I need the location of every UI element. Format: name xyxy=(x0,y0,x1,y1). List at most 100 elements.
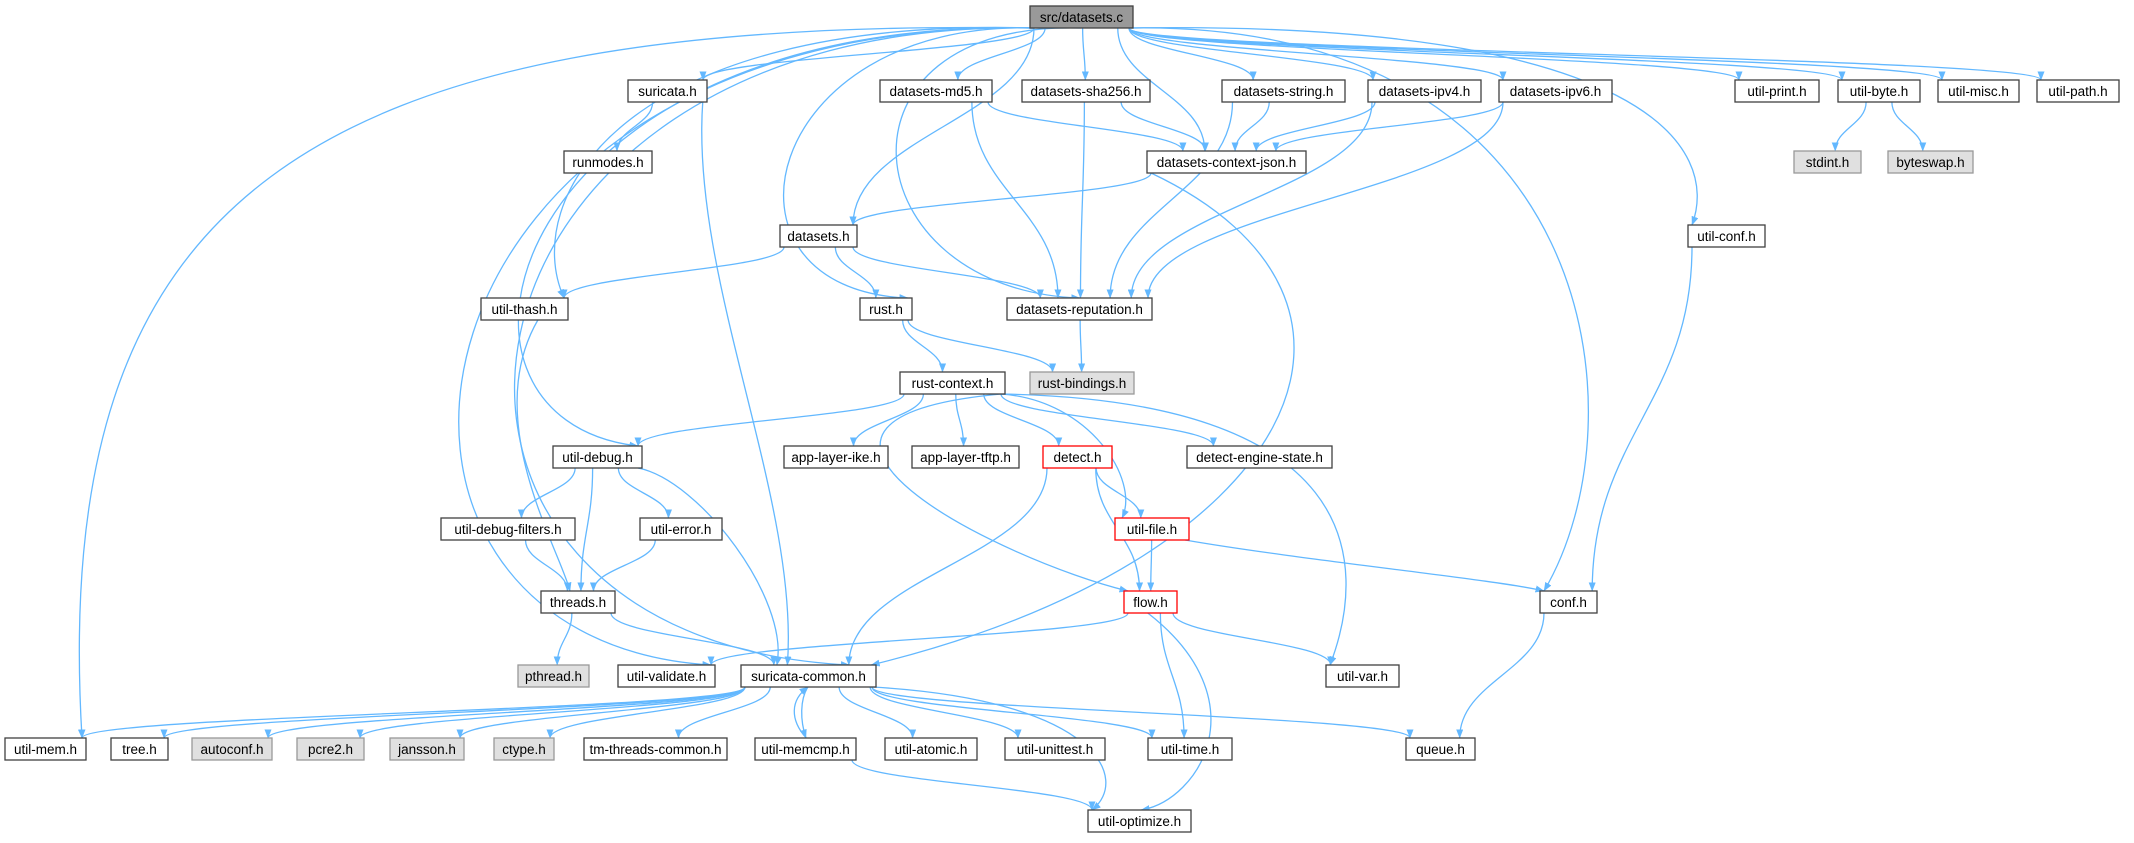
edge-util-debug-h-to-suricata-common-h xyxy=(637,467,782,666)
node-label: pthread.h xyxy=(525,669,582,684)
node-util-print-h[interactable]: util-print.h xyxy=(1734,79,1820,103)
edge-rust-context-h-to-util-debug-h xyxy=(634,393,905,447)
node-label: detect-engine-state.h xyxy=(1196,450,1323,465)
node-util-error-h[interactable]: util-error.h xyxy=(639,517,723,541)
node-util-memcmp-h[interactable]: util-memcmp.h xyxy=(754,737,857,761)
node-util-file-h[interactable]: util-file.h xyxy=(1114,517,1190,541)
node-util-atomic-h[interactable]: util-atomic.h xyxy=(884,737,978,761)
node-jansson-h[interactable]: jansson.h xyxy=(389,737,465,761)
node-ctype-h[interactable]: ctype.h xyxy=(493,737,555,761)
node-suricata-common-h[interactable]: suricata-common.h xyxy=(740,664,877,688)
edge-util-memcmp-h-to-util-optimize-h xyxy=(851,759,1096,811)
node-box xyxy=(540,590,616,614)
node-pcre2-h[interactable]: pcre2.h xyxy=(296,737,365,761)
node-util-debug-h[interactable]: util-debug.h xyxy=(552,445,643,469)
edge-datasets-c-to-util-debug-h xyxy=(517,27,1035,449)
node-util-byte-h[interactable]: util-byte.h xyxy=(1837,79,1921,103)
edge-datasets-c-to-util-thash-h xyxy=(553,26,1035,299)
node-datasets-reputation-h[interactable]: datasets-reputation.h xyxy=(1006,297,1153,321)
node-util-thash-h[interactable]: util-thash.h xyxy=(480,297,569,321)
node-box xyxy=(1837,79,1921,103)
node-suricata-h[interactable]: suricata.h xyxy=(627,79,708,103)
node-datasets-md5-h[interactable]: datasets-md5.h xyxy=(879,79,993,103)
node-box xyxy=(1029,371,1135,395)
node-label: datasets-reputation.h xyxy=(1016,302,1143,317)
node-box xyxy=(480,297,569,321)
edge-suricata-common-h-to-util-memcmp-h xyxy=(799,686,809,739)
node-datasets-c[interactable]: src/datasets.c xyxy=(1029,5,1134,29)
node-detect-engine-state-h[interactable]: detect-engine-state.h xyxy=(1186,445,1333,469)
node-util-path-h[interactable]: util-path.h xyxy=(2036,79,2120,103)
node-util-debug-filters-h[interactable]: util-debug-filters.h xyxy=(440,517,576,541)
node-label: util-debug-filters.h xyxy=(454,522,561,537)
node-label: app-layer-tftp.h xyxy=(920,450,1011,465)
node-datasets-ipv6-h[interactable]: datasets-ipv6.h xyxy=(1498,79,1613,103)
edge-util-debug-h-to-util-error-h xyxy=(617,467,672,519)
node-tree-h[interactable]: tree.h xyxy=(110,737,169,761)
node-datasets-string-h[interactable]: datasets-string.h xyxy=(1221,79,1346,103)
node-label: util-misc.h xyxy=(1948,84,2009,99)
node-label: util-file.h xyxy=(1127,522,1177,537)
node-util-mem-h[interactable]: util-mem.h xyxy=(4,737,87,761)
edge-datasets-c-to-datasets-string-h xyxy=(1128,27,1257,81)
node-util-optimize-h[interactable]: util-optimize.h xyxy=(1087,809,1192,833)
edge-datasets-string-h-to-datasets-context-json-h xyxy=(1231,101,1270,152)
edge-util-debug-h-to-util-debug-filters-h xyxy=(517,467,576,519)
node-label: src/datasets.c xyxy=(1040,10,1124,25)
edges-layer xyxy=(78,26,2045,813)
edge-flow-h-to-util-time-h xyxy=(1159,612,1188,739)
node-byteswap-h[interactable]: byteswap.h xyxy=(1887,150,1974,174)
edge-suricata-common-h-to-autoconf-h xyxy=(264,686,746,739)
node-util-time-h[interactable]: util-time.h xyxy=(1147,737,1233,761)
node-queue-h[interactable]: queue.h xyxy=(1405,737,1476,761)
node-label: byteswap.h xyxy=(1896,155,1964,170)
node-rust-context-h[interactable]: rust-context.h xyxy=(899,371,1006,395)
node-pthread-h[interactable]: pthread.h xyxy=(517,664,590,688)
node-datasets-context-json-h[interactable]: datasets-context-json.h xyxy=(1146,150,1307,174)
node-rust-h[interactable]: rust.h xyxy=(859,297,913,321)
edge-flow-h-to-util-var-h xyxy=(1172,612,1335,666)
node-util-validate-h[interactable]: util-validate.h xyxy=(617,664,716,688)
edge-datasets-md5-h-to-datasets-context-json-h xyxy=(987,101,1187,152)
node-flow-h[interactable]: flow.h xyxy=(1123,590,1178,614)
node-label: datasets.h xyxy=(787,229,849,244)
node-label: util-validate.h xyxy=(627,669,707,684)
edge-suricata-common-h-to-tree-h xyxy=(160,686,746,739)
node-tm-threads-common-h[interactable]: tm-threads-common.h xyxy=(583,737,728,761)
node-label: util-unittest.h xyxy=(1017,742,1094,757)
node-autoconf-h[interactable]: autoconf.h xyxy=(191,737,273,761)
node-stdint-h[interactable]: stdint.h xyxy=(1793,150,1862,174)
node-label: app-layer-ike.h xyxy=(791,450,880,465)
edge-datasets-c-to-datasets-ipv6-h xyxy=(1128,27,1507,81)
edge-rust-context-h-to-flow-h xyxy=(879,393,1129,593)
node-conf-h[interactable]: conf.h xyxy=(1539,590,1598,614)
edge-datasets-h-to-util-thash-h xyxy=(560,246,785,299)
node-label: util-debug.h xyxy=(562,450,633,465)
node-runmodes-h[interactable]: runmodes.h xyxy=(563,150,653,174)
edge-datasets-md5-h-to-datasets-reputation-h xyxy=(971,101,1062,299)
node-box xyxy=(493,737,555,761)
node-datasets-sha256-h[interactable]: datasets-sha256.h xyxy=(1021,79,1151,103)
node-label: suricata-common.h xyxy=(751,669,866,684)
node-label: suricata.h xyxy=(638,84,697,99)
node-datasets-ipv4-h[interactable]: datasets-ipv4.h xyxy=(1367,79,1482,103)
edge-datasets-c-to-util-validate-h xyxy=(458,27,1035,668)
node-util-var-h[interactable]: util-var.h xyxy=(1325,664,1400,688)
edge-datasets-sha256-h-to-datasets-reputation-h xyxy=(1076,101,1086,299)
edge-util-debug-filters-h-to-threads-h xyxy=(524,539,571,592)
node-box xyxy=(1687,224,1766,248)
node-app-layer-tftp-h[interactable]: app-layer-tftp.h xyxy=(911,445,1020,469)
node-detect-h[interactable]: detect.h xyxy=(1042,445,1113,469)
node-threads-h[interactable]: threads.h xyxy=(540,590,616,614)
node-app-layer-ike-h[interactable]: app-layer-ike.h xyxy=(783,445,889,469)
node-util-conf-h[interactable]: util-conf.h xyxy=(1687,224,1766,248)
edge-conf-h-to-queue-h xyxy=(1456,612,1545,739)
edge-datasets-c-to-util-path-h xyxy=(1128,27,2045,81)
node-util-unittest-h[interactable]: util-unittest.h xyxy=(1004,737,1106,761)
node-rust-bindings-h[interactable]: rust-bindings.h xyxy=(1029,371,1135,395)
edge-datasets-h-to-rust-h xyxy=(834,246,880,299)
edge-datasets-c-to-conf-h xyxy=(1128,27,1590,592)
node-datasets-h[interactable]: datasets.h xyxy=(779,224,858,248)
node-box xyxy=(1006,297,1153,321)
node-util-misc-h[interactable]: util-misc.h xyxy=(1937,79,2020,103)
